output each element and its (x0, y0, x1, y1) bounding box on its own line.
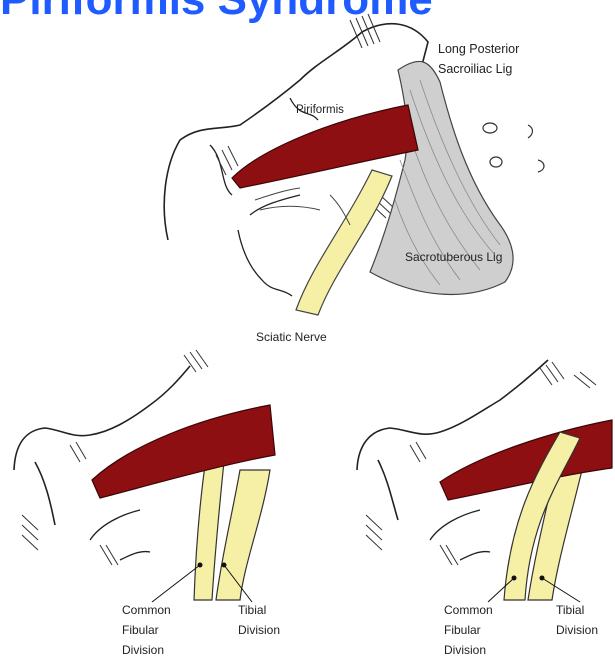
label-sacrotuberous-lig: Sacrotuberous Lig (405, 250, 502, 264)
br-pointer-dot-fibular (512, 576, 517, 581)
sacral-foramina (483, 123, 544, 172)
label-sciatic-nerve: Sciatic Nerve (256, 330, 327, 344)
br-bone-lower (430, 510, 490, 560)
bl-tibial-nerve (216, 470, 270, 600)
top-sciatic-nerve (296, 170, 392, 315)
bl-pointer-dot-tibial (222, 563, 227, 568)
bl-label-tibial-division: Tibial Division (238, 603, 280, 637)
top-tissue-lines (255, 188, 350, 225)
bl-label-common-fibular-division: Common Fibular Division (122, 603, 174, 657)
top-bone-lower (238, 195, 300, 296)
br-label-tibial-division: Tibial Division (556, 603, 598, 637)
bottom-left-panel: Common Fibular Division Tibial Division (14, 350, 280, 657)
br-piriformis-muscle (440, 420, 612, 500)
label-long-posterior-sacroiliac-lig: Long Posterior Sacroiliac Lig (438, 42, 523, 76)
bottom-right-panel: Common Fibular Division Tibial Division (357, 360, 612, 657)
br-label-common-fibular-division: Common Fibular Division (444, 603, 496, 657)
top-panel: Long Posterior Sacroiliac Lig Piriformis… (164, 14, 544, 344)
label-piriformis: Piriformis (296, 104, 344, 116)
bl-bone-lower (90, 510, 150, 560)
bl-pointer-dot-fibular (198, 563, 203, 568)
br-pointer-dot-tibial (540, 576, 545, 581)
